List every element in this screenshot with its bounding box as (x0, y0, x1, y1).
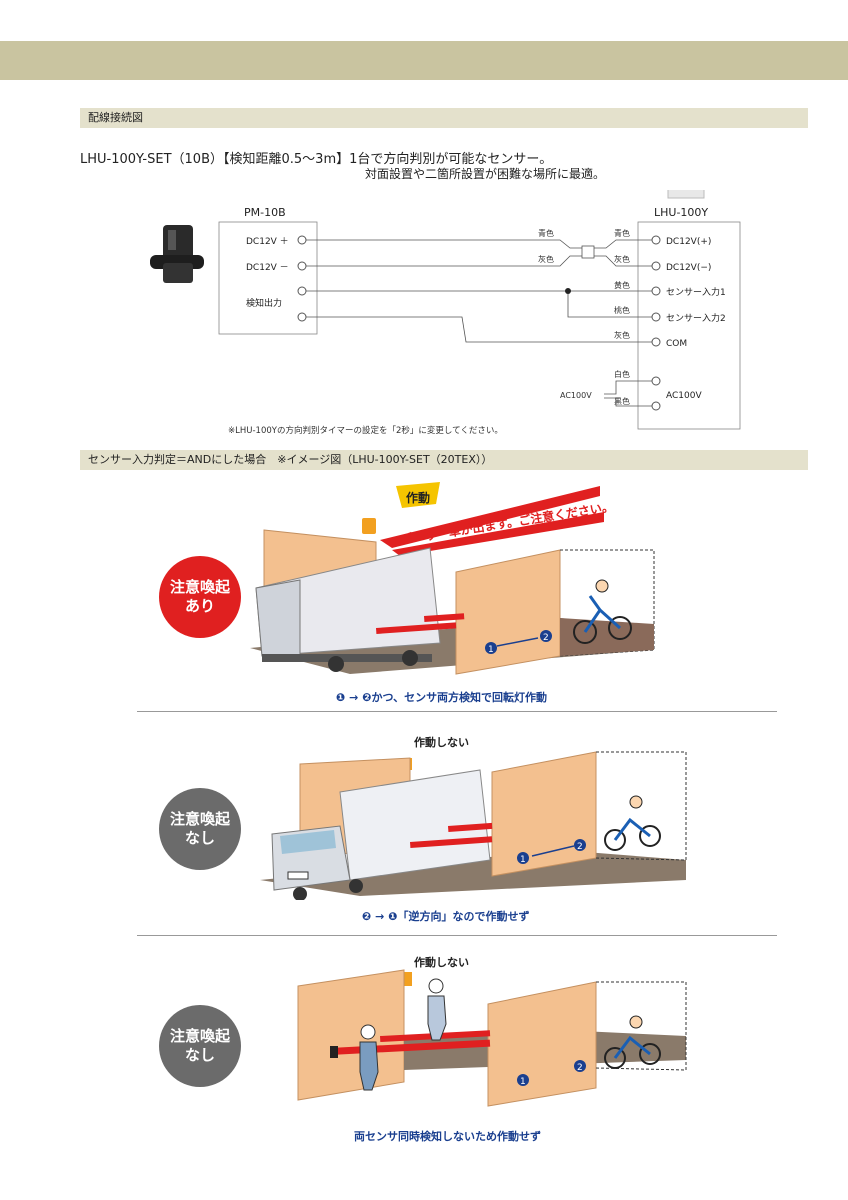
badge-line2: なし (184, 829, 215, 847)
action-label: 作動しない (414, 735, 469, 749)
marker-1: 1 (520, 855, 526, 865)
marker-2: 2 (543, 633, 549, 643)
divider (137, 935, 777, 936)
wire-label-r6: 白色 (614, 369, 630, 379)
alert-badge-2: 注意喚起 なし (159, 788, 241, 870)
top-color-band (0, 41, 848, 80)
badge-line2: なし (184, 1046, 215, 1064)
wiring-diagram: PM-10B DC12V ＋ DC12V － 検知出力 LHU-100Y DC1… (150, 190, 741, 430)
rotating-light-icon (362, 518, 376, 534)
wiring-note: ※LHU-100Yの方向判別タイマーの設定を「2秒」に変更してください。 (228, 426, 503, 436)
action-badge (396, 482, 440, 508)
marker-2: 2 (577, 842, 583, 852)
cyclist-icon (573, 579, 632, 644)
wire-label-r3: 黄色 (614, 280, 630, 290)
marker-1: 1 (520, 1077, 526, 1087)
sensor-beam (410, 836, 493, 848)
right-terminal-4: センサー入力2 (666, 312, 726, 324)
divider (137, 711, 777, 712)
pm10b-box (218, 221, 318, 335)
truck-front-icon (271, 769, 491, 900)
right-terminal-2: DC12V(−) (666, 263, 711, 273)
left-terminal-1: DC12V ＋ (246, 236, 289, 247)
wire-label-l1: 青色 (538, 228, 554, 238)
cyclist-icon (604, 795, 661, 851)
rotating-light-icon (402, 972, 412, 986)
worker-icon-2 (427, 978, 447, 1041)
wall-panel (455, 549, 561, 675)
badge-line1: 注意喚起 (169, 578, 230, 597)
left-terminal-3: 検知出力 (246, 297, 282, 309)
sensor-beam (376, 622, 457, 634)
wall-panel (487, 981, 597, 1107)
alert-badge-1: 注意喚起 あり (159, 556, 241, 638)
wire-label-r4: 桃色 (614, 305, 630, 315)
rotating-light-image (667, 190, 705, 199)
section-heading-wiring: 配線接続図 (80, 108, 808, 128)
right-terminal-1: DC12V(+) (666, 237, 711, 247)
wire-label-l2: 灰色 (538, 254, 554, 264)
action-label: 作動しない (414, 955, 469, 969)
wall-panel (491, 751, 597, 877)
scene-3-caption: 両センサ同時検知しないため作動せず (354, 1130, 541, 1143)
scene-3-illustration: 作動しない 1 2 (297, 955, 687, 1107)
action-label: 作動 (406, 490, 430, 505)
cyclist-icon (604, 1015, 661, 1069)
right-terminal-6: AC100V (666, 391, 702, 401)
product-subtitle: 対面設置や二箇所設置が困難な場所に最適。 (365, 167, 606, 181)
wire-label-r5: 灰色 (614, 330, 630, 340)
scene-2-caption: ❷ → ❶「逆方向」なので作動せず (362, 910, 530, 923)
right-box-title: LHU-100Y (654, 206, 708, 219)
marker-2: 2 (577, 1063, 583, 1073)
left-terminal-2: DC12V － (246, 263, 289, 273)
scene-2-illustration: 作動しない 1 2 (260, 735, 687, 900)
scene-1-caption: ❶ → ❷かつ、センサ両方検知で回転灯作動 (336, 691, 548, 704)
section-heading-and-mode: センサー入力判定＝ANDにした場合 ※イメージ図（LHU-100Y-SET（20… (80, 450, 808, 470)
scene-1-illustration: ブーッ 車が出ます。ご注意ください。 作動 1 2 (250, 482, 655, 675)
left-box-title: PM-10B (244, 206, 286, 219)
marker-1: 1 (488, 645, 494, 655)
right-terminal-3: センサー入力1 (666, 286, 726, 298)
wire-label-r1: 青色 (614, 228, 630, 238)
worker-icon-1 (359, 1024, 379, 1091)
right-terminal-5: COM (666, 339, 687, 349)
wire-label-r7: 黒色 (614, 396, 630, 406)
lhu100y-box (637, 221, 741, 430)
sensor-pm10b-image (150, 225, 204, 283)
alert-badge-3: 注意喚起 なし (159, 1005, 241, 1087)
badge-line1: 注意喚起 (169, 1027, 230, 1046)
ac100v-label: AC100V (560, 391, 592, 400)
badge-line1: 注意喚起 (169, 810, 230, 829)
badge-line2: あり (184, 597, 215, 615)
product-title: LHU-100Y-SET（10B）【検知距離0.5〜3m】1台で方向判別が可能な… (80, 152, 553, 167)
wire-label-r2: 灰色 (614, 254, 630, 264)
